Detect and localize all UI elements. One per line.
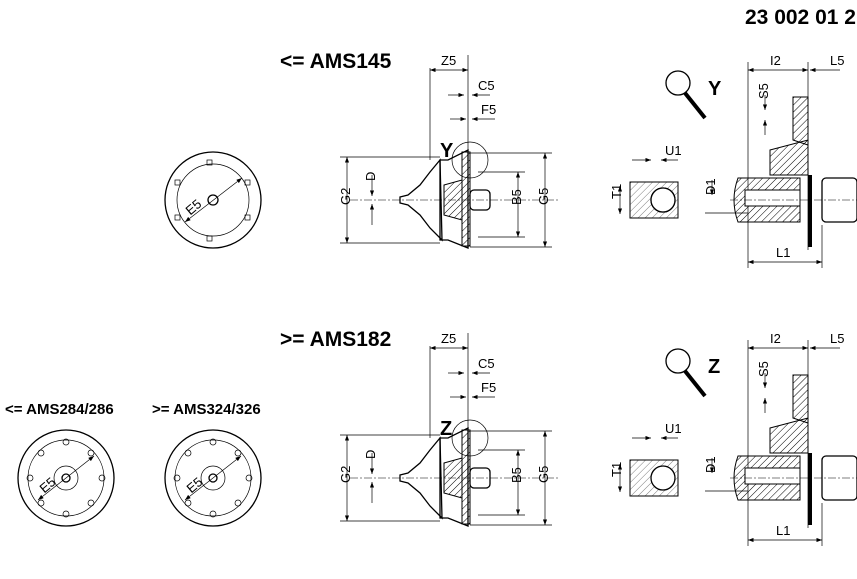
dim-D1: D1 — [703, 178, 718, 195]
flange-label-small: <= AMS284/286 — [5, 401, 114, 418]
dim-B5: B5 — [509, 189, 524, 205]
dim-L1: L1 — [776, 245, 790, 260]
detail-title: Z — [708, 356, 720, 378]
section-heading: <= AMS145 — [280, 50, 392, 73]
dim-D1: D1 — [703, 456, 718, 473]
dim-G2: G2 — [338, 188, 353, 205]
dim-T1: T1 — [609, 462, 624, 477]
drawing-number: 23 002 01 21 — [745, 6, 857, 29]
dim-U1: U1 — [665, 143, 682, 158]
magnifier-icon — [665, 348, 707, 398]
dim-G5: G5 — [536, 188, 551, 205]
dim-G5: G5 — [536, 466, 551, 483]
dim-D: D — [363, 450, 378, 459]
dim-Z5: Z5 — [441, 53, 456, 68]
flange-label-large: >= AMS324/326 — [152, 401, 261, 418]
dim-I2: I2 — [770, 331, 781, 346]
dim-L5: L5 — [830, 53, 844, 68]
dim-B5: B5 — [509, 467, 524, 483]
flange-front-view: E5 — [164, 151, 262, 249]
dim-L1: L1 — [776, 523, 790, 538]
dim-I2: I2 — [770, 53, 781, 68]
flange-front-view-small: E5 — [17, 429, 115, 527]
dim-T1: T1 — [609, 184, 624, 199]
detail-title: Y — [708, 78, 722, 100]
dim-Z5: Z5 — [441, 331, 456, 346]
dim-F5: F5 — [481, 380, 496, 395]
side-section-view: Z Z5 C5 F5 G2 D B5 G5 — [338, 331, 560, 527]
detail-marker: Z — [440, 418, 452, 440]
dim-U1: U1 — [665, 421, 682, 436]
detail-view: Y T1 U1 I2 L5 S5 — [609, 53, 857, 268]
dim-C5: C5 — [478, 78, 495, 93]
dim-D: D — [363, 172, 378, 181]
dim-E5: E5 — [182, 196, 204, 218]
dim-E5: E5 — [183, 474, 205, 496]
magnifier-icon — [665, 70, 707, 120]
side-section-view: Y Z5 C5 F5 G2 D B5 G5 — [338, 53, 560, 249]
detail-view: Z T1 U1 I2 L5 S5 D1 — [609, 331, 857, 546]
flange-front-view-large: E5 — [164, 429, 262, 527]
dim-E5: E5 — [36, 474, 58, 496]
detail-marker: Y — [440, 140, 454, 162]
dim-G2: G2 — [338, 466, 353, 483]
section-ams182: >= AMS182 <= AMS284/286 >= AMS324/326 E5… — [5, 328, 857, 546]
dim-L5: L5 — [830, 331, 844, 346]
dim-C5: C5 — [478, 356, 495, 371]
dim-S5: S5 — [756, 361, 771, 377]
section-heading: >= AMS182 — [280, 328, 391, 351]
section-ams145: <= AMS145 E5 Y — [164, 50, 857, 268]
dim-F5: F5 — [481, 102, 496, 117]
dim-S5: S5 — [756, 83, 771, 99]
